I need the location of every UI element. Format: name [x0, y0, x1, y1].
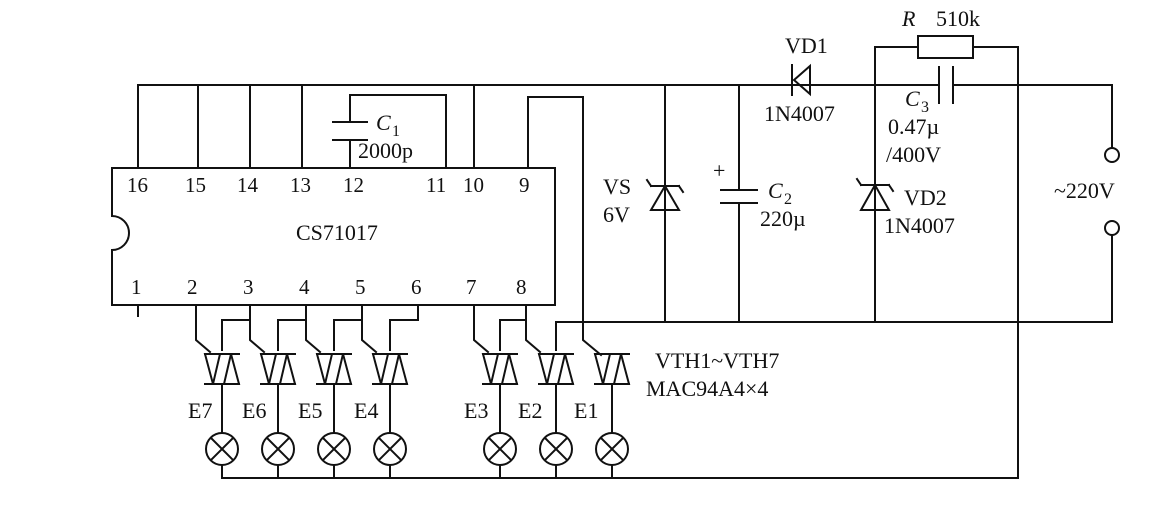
lamp-label-e2: E2	[518, 398, 542, 423]
lamp-e2	[539, 432, 573, 479]
c1-value: 2000p	[358, 138, 413, 163]
r-value: 510k	[936, 6, 980, 31]
lamp-e3	[483, 432, 517, 479]
lamp-group	[205, 432, 1019, 479]
triac-e3	[481, 353, 519, 433]
c3-value: 0.47µ	[888, 114, 939, 139]
r-symbol: R	[901, 6, 916, 31]
lamp-e7	[205, 432, 239, 479]
lamp-label-e3: E3	[464, 398, 488, 423]
pin-12: 12	[343, 173, 364, 197]
vd2-part: 1N4007	[884, 213, 955, 238]
pin-8: 8	[516, 275, 527, 299]
triac-e5	[315, 353, 353, 433]
pin-2: 2	[187, 275, 198, 299]
resistor-r: R 510k	[874, 6, 1019, 86]
pin-5: 5	[355, 275, 366, 299]
c2-symbol: C	[768, 178, 783, 203]
c3-symbol: C	[905, 86, 920, 111]
triac-e7	[203, 353, 241, 433]
vd1-part: 1N4007	[764, 101, 835, 126]
pin-10: 10	[463, 173, 484, 197]
vd1-name: VD1	[785, 33, 828, 58]
pin-4: 4	[299, 275, 310, 299]
pin-1: 1	[131, 275, 142, 299]
capacitor-c3: C 3 0.47µ /400V	[874, 66, 1113, 167]
lamp-e6	[261, 432, 295, 479]
top-wiring	[137, 84, 791, 357]
diode-vd1: VD1 1N4007	[764, 33, 876, 126]
supply-label: ~220V	[1054, 178, 1115, 203]
lamp-label-e7: E7	[188, 398, 212, 423]
capacitor-c2: + C 2 220µ	[713, 84, 806, 323]
zener-vs: VS 6V	[603, 84, 685, 323]
c3-sub: 3	[921, 99, 929, 116]
triac-e1	[593, 353, 631, 433]
c1-symbol: C	[376, 110, 391, 135]
vd2-name: VD2	[904, 185, 947, 210]
lamp-e4	[373, 432, 407, 479]
c2-sub: 2	[784, 191, 792, 208]
lamp-label-e5: E5	[298, 398, 322, 423]
triac-e6	[259, 353, 297, 433]
triac-range-label: VTH1~VTH7	[655, 348, 779, 373]
pin-6: 6	[411, 275, 422, 299]
pin-13: 13	[290, 173, 311, 197]
lamp-e5	[317, 432, 351, 479]
c3-voltage: /400V	[886, 142, 941, 167]
c2-value: 220µ	[760, 206, 806, 231]
vs-voltage: 6V	[603, 202, 630, 227]
pin-11: 11	[426, 173, 446, 197]
c1-sub: 1	[392, 123, 400, 140]
pin-15: 15	[185, 173, 206, 197]
capacitor-c1: C 1 2000p	[332, 110, 413, 163]
pin-7: 7	[466, 275, 477, 299]
ic-label: CS71017	[296, 220, 378, 245]
lamp-label-e4: E4	[354, 398, 378, 423]
zener-vd2: VD2 1N4007	[855, 84, 955, 323]
pin-16: 16	[127, 173, 148, 197]
lamp-label-e1: E1	[574, 398, 598, 423]
triac-part-label: MAC94A4×4	[646, 376, 768, 401]
c2-polarity: +	[713, 158, 725, 183]
pin-3: 3	[243, 275, 254, 299]
lamp-e1	[595, 432, 629, 479]
pin-14: 14	[237, 173, 259, 197]
triac-e4	[371, 353, 409, 433]
vs-name: VS	[603, 174, 631, 199]
triac-wiring	[195, 304, 584, 354]
triac-e2	[537, 353, 575, 433]
ic-cs71017: CS71017 16 15 14 13 12 11 10 9 1 2 3 4 5…	[111, 167, 556, 317]
lamp-label-e6: E6	[242, 398, 266, 423]
triac-group	[203, 353, 631, 433]
pin-9: 9	[519, 173, 530, 197]
